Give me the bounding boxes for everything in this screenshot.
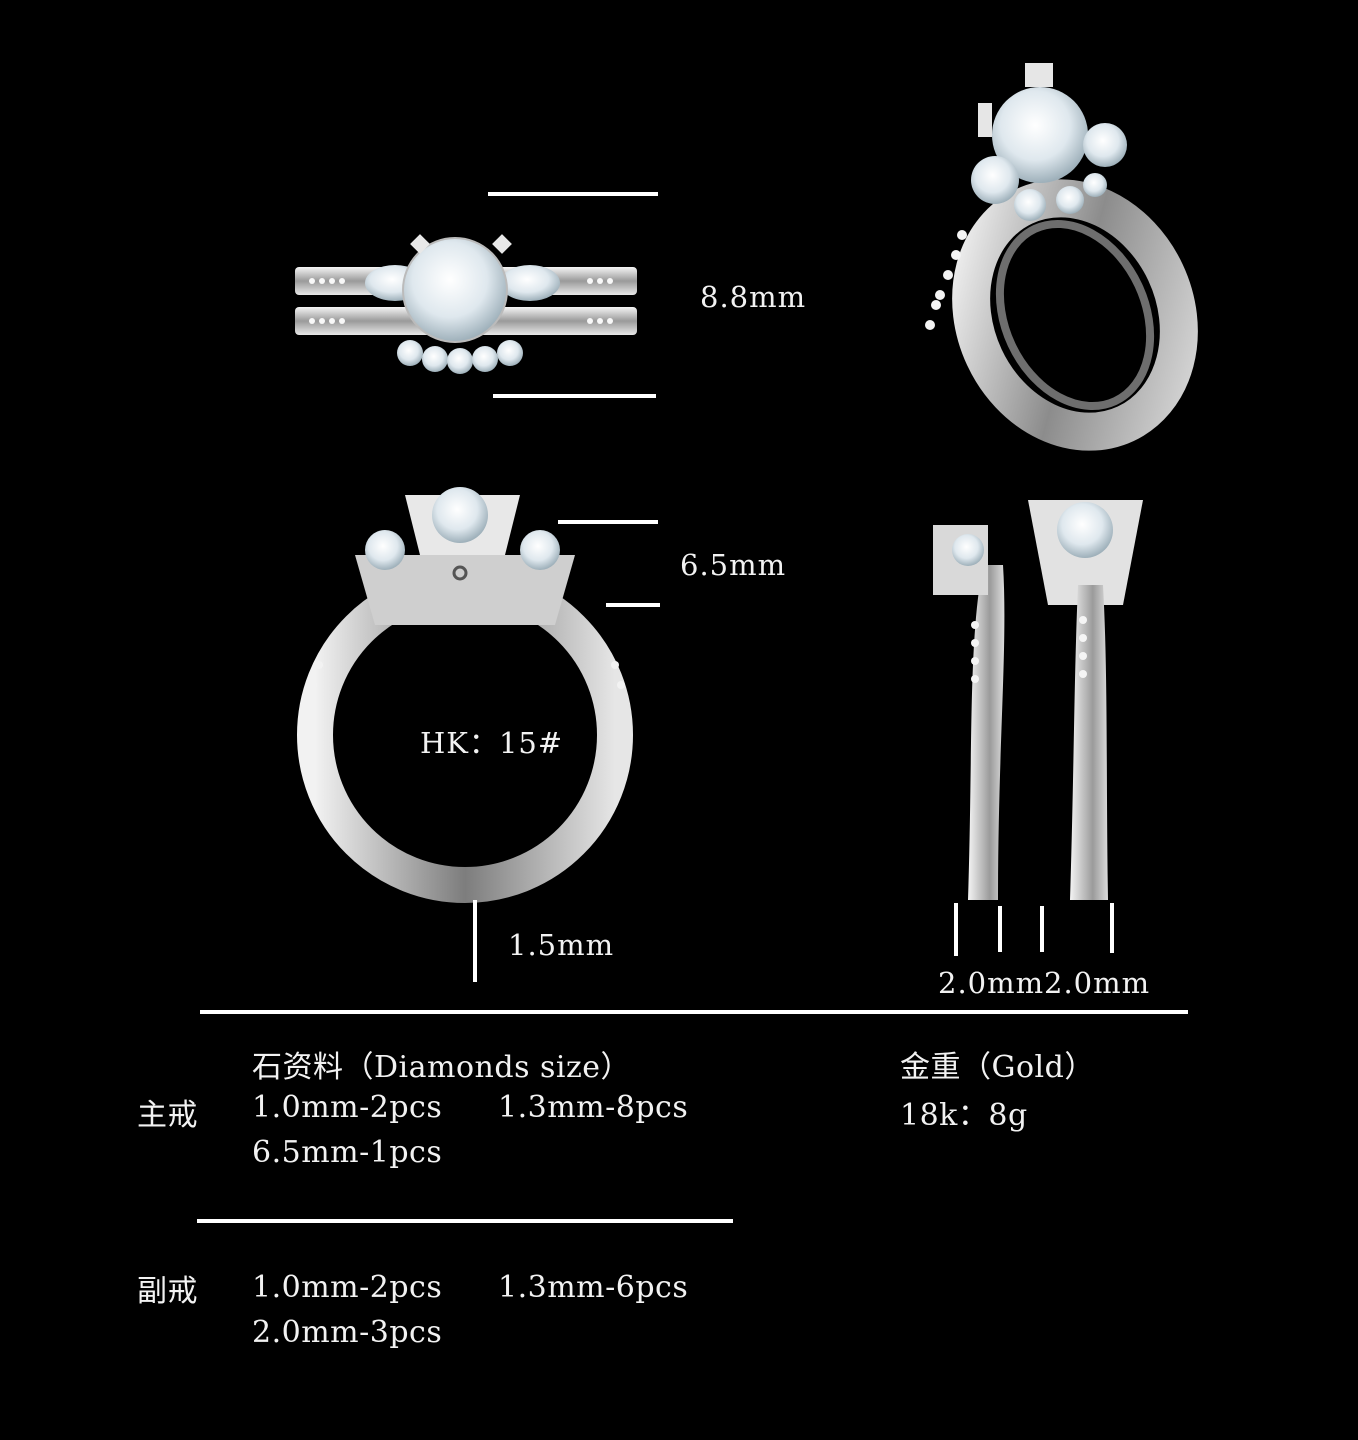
dim-tick-4 <box>1110 903 1114 953</box>
main-ring-stone-2: 1.3mm-8pcs <box>498 1090 689 1125</box>
sub-band-width-dimension: 2.0mm <box>1044 966 1151 1000</box>
gold-weight: 18k：8g <box>900 1098 1028 1133</box>
ring-perspective-view <box>925 63 1198 451</box>
center-stone-dimension: 6.5mm <box>680 548 787 582</box>
sub-ring-stone-3: 2.0mm-3pcs <box>252 1315 443 1350</box>
ring-top-view <box>295 234 637 374</box>
section-divider <box>200 1010 1188 1014</box>
band-thickness-dimension: 1.5mm <box>508 928 615 962</box>
dim-tick-2 <box>998 906 1002 952</box>
height-dimension: 8.8mm <box>700 280 807 314</box>
dim-tick-3 <box>1040 906 1044 952</box>
dim-line-stone-top <box>558 520 658 524</box>
main-ring-stone-3: 6.5mm-1pcs <box>252 1135 443 1170</box>
gold-heading: 金重（Gold） <box>900 1050 1095 1085</box>
stone-list-divider <box>197 1219 733 1223</box>
dim-tick-1 <box>954 903 958 956</box>
dim-line-band-thickness <box>473 900 477 982</box>
main-band-width-dimension: 2.0mm <box>938 966 1045 1000</box>
main-ring-label: 主戒 <box>137 1098 198 1133</box>
sub-ring-label: 副戒 <box>137 1274 198 1309</box>
dim-line-top <box>488 192 658 196</box>
ring-size-label: HK：15# <box>420 726 564 760</box>
ring-side-view <box>933 500 1143 900</box>
sub-ring-stone-1: 1.0mm-2pcs <box>252 1270 443 1305</box>
ring-front-view <box>297 487 633 903</box>
sub-ring-stone-2: 1.3mm-6pcs <box>498 1270 689 1305</box>
main-ring-stone-1: 1.0mm-2pcs <box>252 1090 443 1125</box>
dim-line-bottom <box>493 394 656 398</box>
stones-heading: 石资料（Diamonds size） <box>252 1050 632 1085</box>
dim-line-stone-bottom <box>606 603 660 607</box>
